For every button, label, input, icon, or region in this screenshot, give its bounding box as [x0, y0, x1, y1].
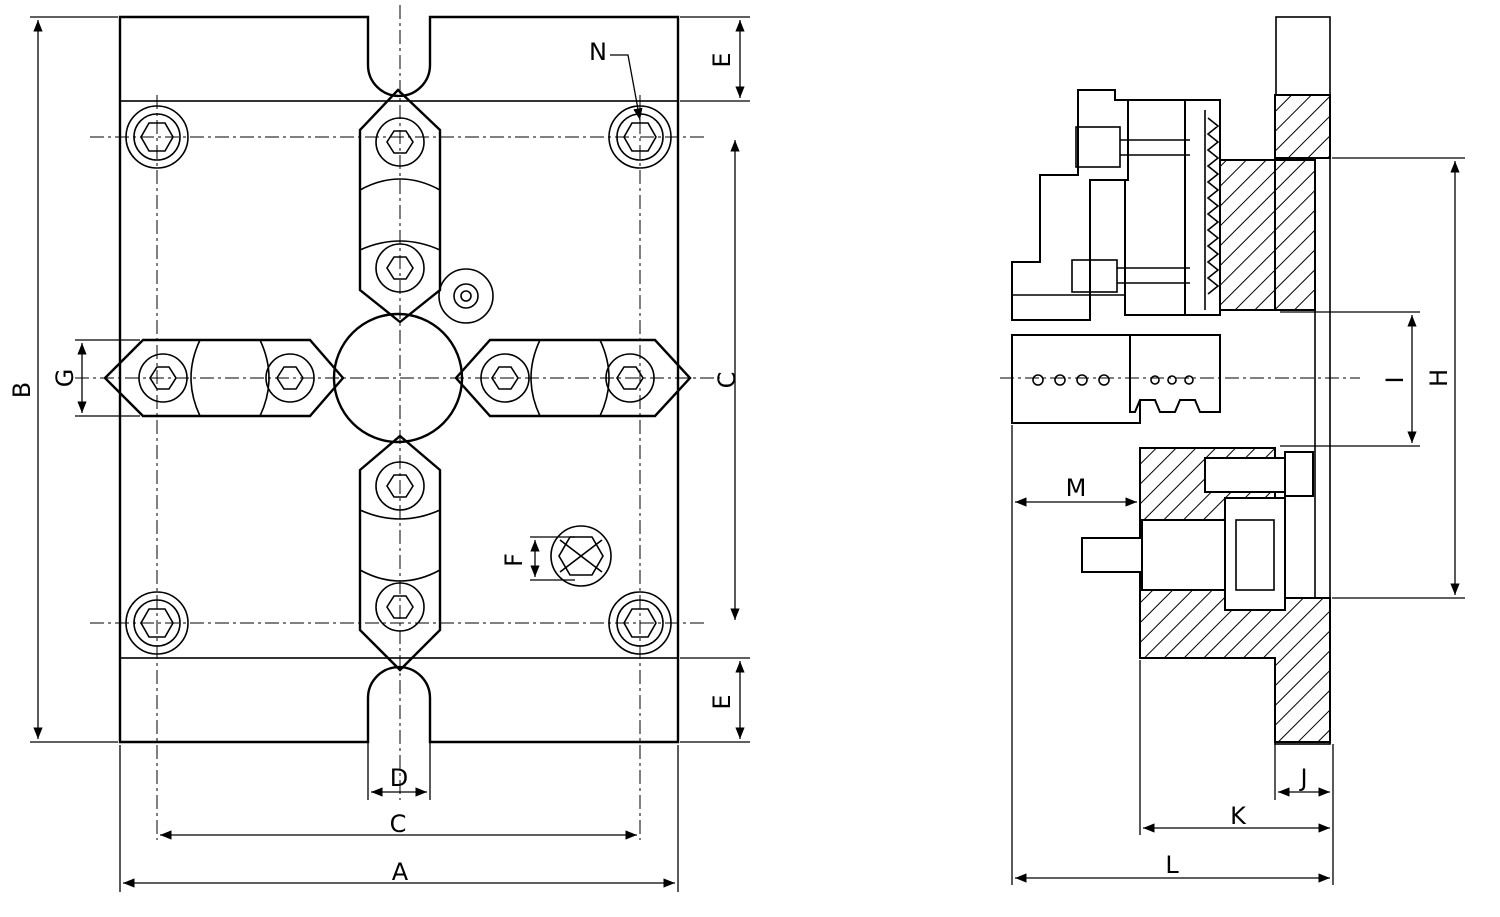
- dim-label-n: N: [589, 38, 607, 66]
- dim-label-j: J: [1298, 764, 1307, 792]
- dim-label-c-bottom: C: [390, 810, 407, 838]
- dim-label-h: H: [1425, 369, 1453, 387]
- dim-label-e-bottom: E: [708, 694, 736, 709]
- hex-key-icon: [550, 525, 612, 587]
- dim-label-d: D: [390, 764, 408, 792]
- screw-thread-icon: [1032, 374, 1194, 386]
- dim-label-i: I: [1381, 376, 1409, 383]
- dim-label-l: L: [1165, 851, 1179, 879]
- small-screw-icon: [438, 268, 494, 324]
- dim-label-a: A: [392, 858, 409, 886]
- dim-label-c-right: C: [713, 372, 741, 389]
- inner-plate: [119, 100, 679, 659]
- dim-label-k: K: [1230, 802, 1247, 830]
- front-view: B G E E C D C A F: [8, 5, 750, 892]
- dim-label-f: F: [500, 553, 528, 567]
- dim-label-b: B: [8, 382, 36, 398]
- dim-label-g: G: [51, 369, 79, 388]
- dim-label-e-top: E: [708, 52, 736, 67]
- corner-bolts: [125, 105, 672, 655]
- side-view: H I M J K L: [1000, 16, 1465, 885]
- dim-label-m: M: [1066, 474, 1087, 502]
- outer-plate: [118, 15, 680, 744]
